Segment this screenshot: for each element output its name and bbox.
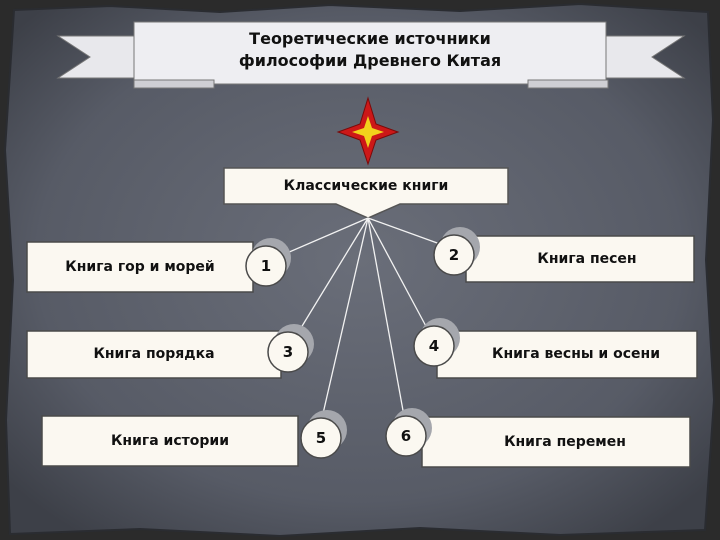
connector-lines: [279, 217, 441, 419]
book-label-5: Книга истории: [110, 432, 230, 449]
title-ribbon: [133, 21, 607, 85]
compass-star-icon: [336, 96, 400, 166]
book-label-3: Книга порядка: [93, 346, 215, 363]
book-box-3: [26, 330, 282, 379]
book-label-6: Книга перемен: [504, 433, 626, 450]
number-circle-2: [433, 227, 480, 276]
connector-line-1: [279, 217, 369, 257]
connector-line-6: [367, 217, 405, 417]
number-label-6: 6: [400, 427, 412, 445]
number-label-2: 2: [448, 246, 460, 264]
number-circle-4: [413, 318, 460, 367]
center-node-label: Классические книги: [283, 177, 449, 194]
connector-line-4: [367, 217, 429, 331]
paper-background: [3, 2, 716, 538]
ribbon-fold-right: [527, 79, 609, 89]
connector-line-5: [321, 217, 369, 419]
ribbon-left-tail: [56, 35, 141, 79]
center-node-box: [223, 167, 509, 219]
book-label-2: Книга песен: [537, 250, 637, 267]
title-line-2: философии Древнего Китая: [238, 51, 502, 71]
number-label-1: 1: [260, 257, 272, 275]
number-circle-6: [385, 408, 432, 457]
book-box-2: [465, 235, 695, 283]
ribbon-fold-left: [133, 79, 215, 89]
number-circle-5: [300, 410, 347, 459]
number-label-5: 5: [315, 429, 327, 447]
number-circle-3: [267, 324, 314, 373]
book-box-5: [41, 415, 299, 467]
connector-line-3: [295, 217, 369, 337]
book-box-6: [421, 416, 691, 468]
number-circle-1: [245, 238, 291, 287]
title-line-1: Теоретические источники: [249, 29, 491, 49]
book-label-1: Книга гор и морей: [65, 258, 215, 275]
book-box-4: [436, 330, 698, 379]
number-label-3: 3: [282, 343, 294, 361]
connector-line-2: [367, 217, 441, 245]
number-label-4: 4: [428, 337, 440, 355]
book-label-4: Книга весны и осени: [492, 346, 660, 363]
